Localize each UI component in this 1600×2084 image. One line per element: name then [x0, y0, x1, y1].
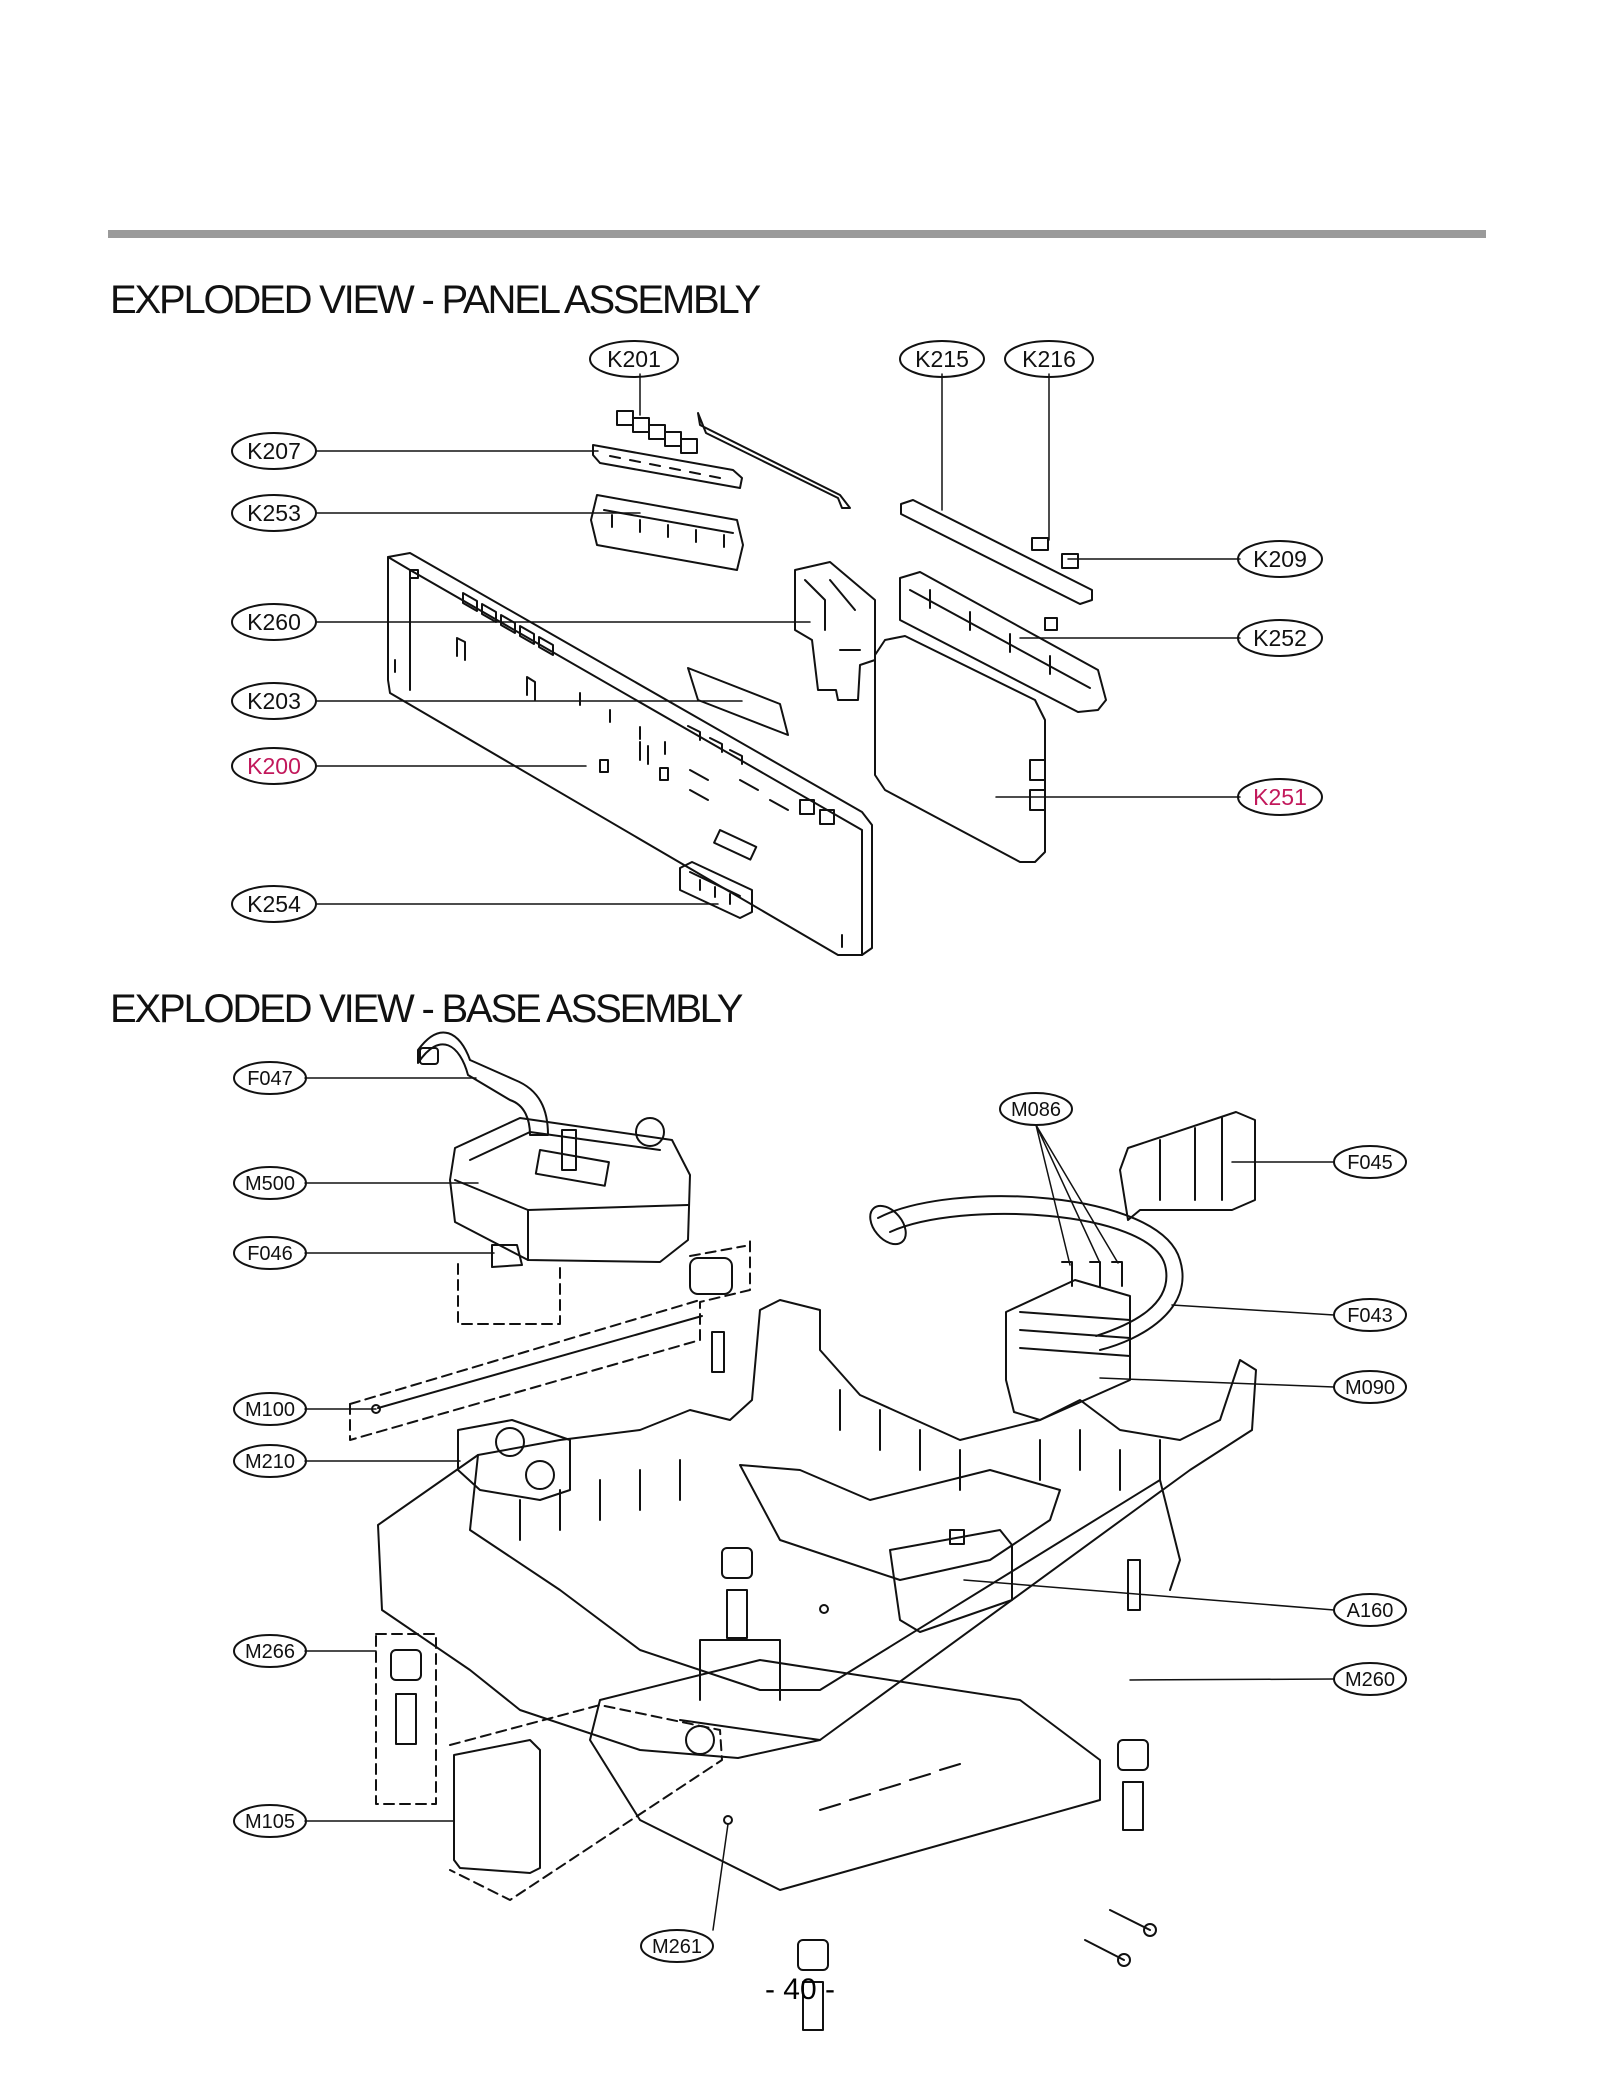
- part-k254-connector: [679, 861, 753, 919]
- part-k251-pcb-cover: [874, 635, 1046, 863]
- panel-assembly-heading: EXPLODED VIEW - PANEL ASSEMBLY: [110, 278, 761, 322]
- label-ovals: [231, 340, 1407, 1963]
- label-k200: K200: [247, 753, 301, 779]
- label-k252: K252: [1253, 625, 1307, 651]
- part-k215-light-guide: [900, 499, 1093, 605]
- label-m261: M261: [652, 1936, 702, 1958]
- part-k253-bracket: [590, 494, 744, 571]
- part-m100-rod: [371, 1315, 703, 1414]
- label-k207: K207: [247, 438, 301, 464]
- part-k207-button-strip: [592, 444, 743, 489]
- part-screws: [1084, 1909, 1157, 1967]
- label-k254: K254: [247, 891, 301, 917]
- part-m261-base-plate: [589, 1659, 1101, 1891]
- header-rule: [108, 230, 1486, 238]
- part-leveling-legs: [721, 1547, 1149, 2031]
- label-f045: F045: [1347, 1152, 1393, 1174]
- label-a160: A160: [1347, 1600, 1394, 1622]
- part-m210-valve: [457, 1419, 571, 1501]
- label-m100: M100: [245, 1399, 295, 1421]
- label-k251: K251: [1253, 784, 1307, 810]
- part-rail: [697, 412, 851, 509]
- label-m105: M105: [245, 1811, 295, 1833]
- label-m210: M210: [245, 1451, 295, 1473]
- part-k201-buttons: [616, 410, 698, 454]
- label-m266: M266: [245, 1641, 295, 1663]
- label-k253: K253: [247, 500, 301, 526]
- part-m266-dashed-group: [375, 1633, 437, 1805]
- part-k203-display-window: [687, 667, 789, 736]
- label-m090: M090: [1345, 1377, 1395, 1399]
- part-m500-sump: [449, 1117, 691, 1263]
- label-k203: K203: [247, 688, 301, 714]
- part-a160-module: [889, 1529, 1013, 1633]
- label-k260: K260: [247, 609, 301, 635]
- base-label-texts: F047 M086 F045 M500 F046 F043 M090 M100 …: [245, 1068, 1395, 1958]
- label-k215: K215: [915, 346, 969, 372]
- part-f045-cover: [1119, 1111, 1256, 1221]
- base-assembly-heading: EXPLODED VIEW - BASE ASSEMBLY: [110, 987, 743, 1031]
- label-k216: K216: [1022, 346, 1076, 372]
- part-k216-k209-caps: [1031, 537, 1079, 569]
- part-f046-inlet: [491, 1244, 523, 1268]
- page-number: - 40 -: [764, 1973, 836, 2006]
- label-m086: M086: [1011, 1099, 1061, 1121]
- label-k201: K201: [607, 346, 661, 372]
- part-solenoid: [689, 1257, 733, 1373]
- label-m260: M260: [1345, 1669, 1395, 1691]
- label-f047: F047: [247, 1068, 293, 1090]
- part-m260-base-tub: [377, 1299, 1257, 1759]
- part-k252-pcb-holder: [899, 571, 1107, 713]
- part-m090-vent: [1005, 1261, 1131, 1421]
- label-f043: F043: [1347, 1305, 1393, 1327]
- part-m100-dashed-group: [349, 1239, 751, 1441]
- label-f046: F046: [247, 1243, 293, 1265]
- part-k200-front-panel: [387, 552, 873, 956]
- part-k260-bracket: [794, 561, 876, 701]
- part-m105-cover: [449, 1704, 723, 1901]
- leader-lines: [304, 373, 1335, 1931]
- panel-label-texts: K201 K215 K216 K207 K253 K209 K260 K252 …: [247, 346, 1307, 917]
- label-m500: M500: [245, 1173, 295, 1195]
- part-f043-hose: [869, 1195, 1184, 1351]
- label-k209: K209: [1253, 546, 1307, 572]
